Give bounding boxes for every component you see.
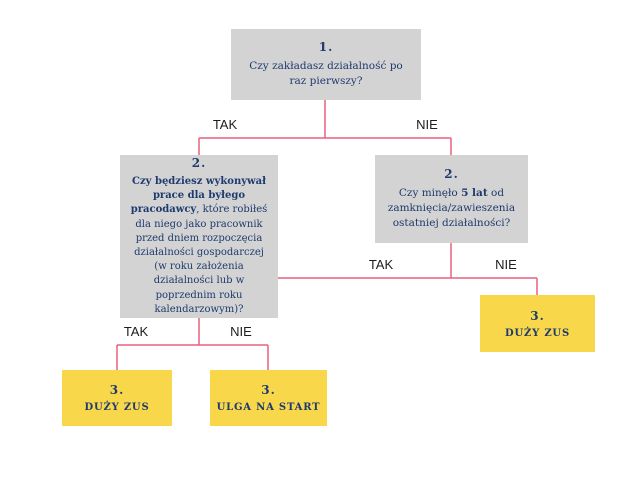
question-end-part: od zamknięcia/zawieszenia ostatniej dzia…	[387, 186, 516, 230]
node-number: 2.	[191, 156, 207, 171]
node-question-text: Czy minęło 5 lat od zamknięcia/zawieszen…	[387, 186, 516, 232]
node-result-duzy-zus-left: 3. DUŻY ZUS	[62, 370, 172, 426]
node-question-2-employer: 2. Czy będziesz wykonywał prace dla byłe…	[120, 155, 278, 318]
branch-label-nie-2: NIE	[495, 257, 517, 272]
branch-label-nie-3: NIE	[230, 324, 252, 339]
node-number: 2.	[444, 166, 459, 181]
branch-label-tak-2: TAK	[368, 257, 394, 272]
question-rest-part: , które robiłeś dla niego jako pracownik…	[134, 204, 268, 315]
node-number: 1.	[318, 39, 334, 54]
node-question-text: Czy będziesz wykonywał prace dla byłego …	[130, 175, 268, 317]
result-label: DUŻY ZUS	[505, 327, 570, 339]
node-result-duzy-zus-right: 3. DUŻY ZUS	[480, 295, 595, 352]
question-bold-part: Czy będziesz wykonywał prace dla byłego …	[130, 176, 266, 216]
question-start-part: Czy minęło	[398, 186, 462, 199]
node-number: 3.	[109, 383, 125, 397]
branch-label-tak-1: TAK	[212, 117, 238, 132]
question-bold-part: 5 lat	[461, 186, 488, 199]
node-result-ulga-na-start: 3. ULGA NA START	[210, 370, 327, 426]
node-number: 3.	[530, 308, 545, 323]
node-number: 3.	[261, 383, 276, 397]
branch-label-tak-3: TAK	[123, 324, 149, 339]
result-label: DUŻY ZUS	[84, 402, 150, 413]
branch-label-nie-1: NIE	[416, 117, 438, 132]
node-question-2-years: 2. Czy minęło 5 lat od zamknięcia/zawies…	[375, 155, 528, 243]
node-question-text: Czy zakładasz działalność po raz pierwsz…	[249, 59, 403, 87]
result-label: ULGA NA START	[216, 402, 321, 413]
node-question-1: 1. Czy zakładasz działalność po raz pier…	[231, 29, 421, 100]
